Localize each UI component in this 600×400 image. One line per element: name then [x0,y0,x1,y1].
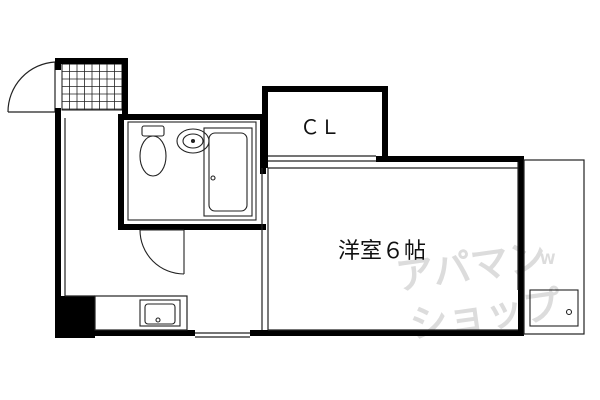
kitchen-sink-icon [139,299,181,327]
bathtub-icon [203,127,253,217]
balcony-unit-icon [529,289,579,327]
western-room-label: 洋室６帖 [338,239,426,264]
closet-label: ＣＬ [300,115,340,139]
entrance-tile [61,63,123,111]
interior-lines [64,118,585,338]
bath-unit [127,121,257,221]
toilet-icon [139,125,167,177]
walls [55,58,524,338]
entrance-door [7,61,56,113]
watermark-mark: W [540,252,555,268]
bath-door [139,229,185,275]
